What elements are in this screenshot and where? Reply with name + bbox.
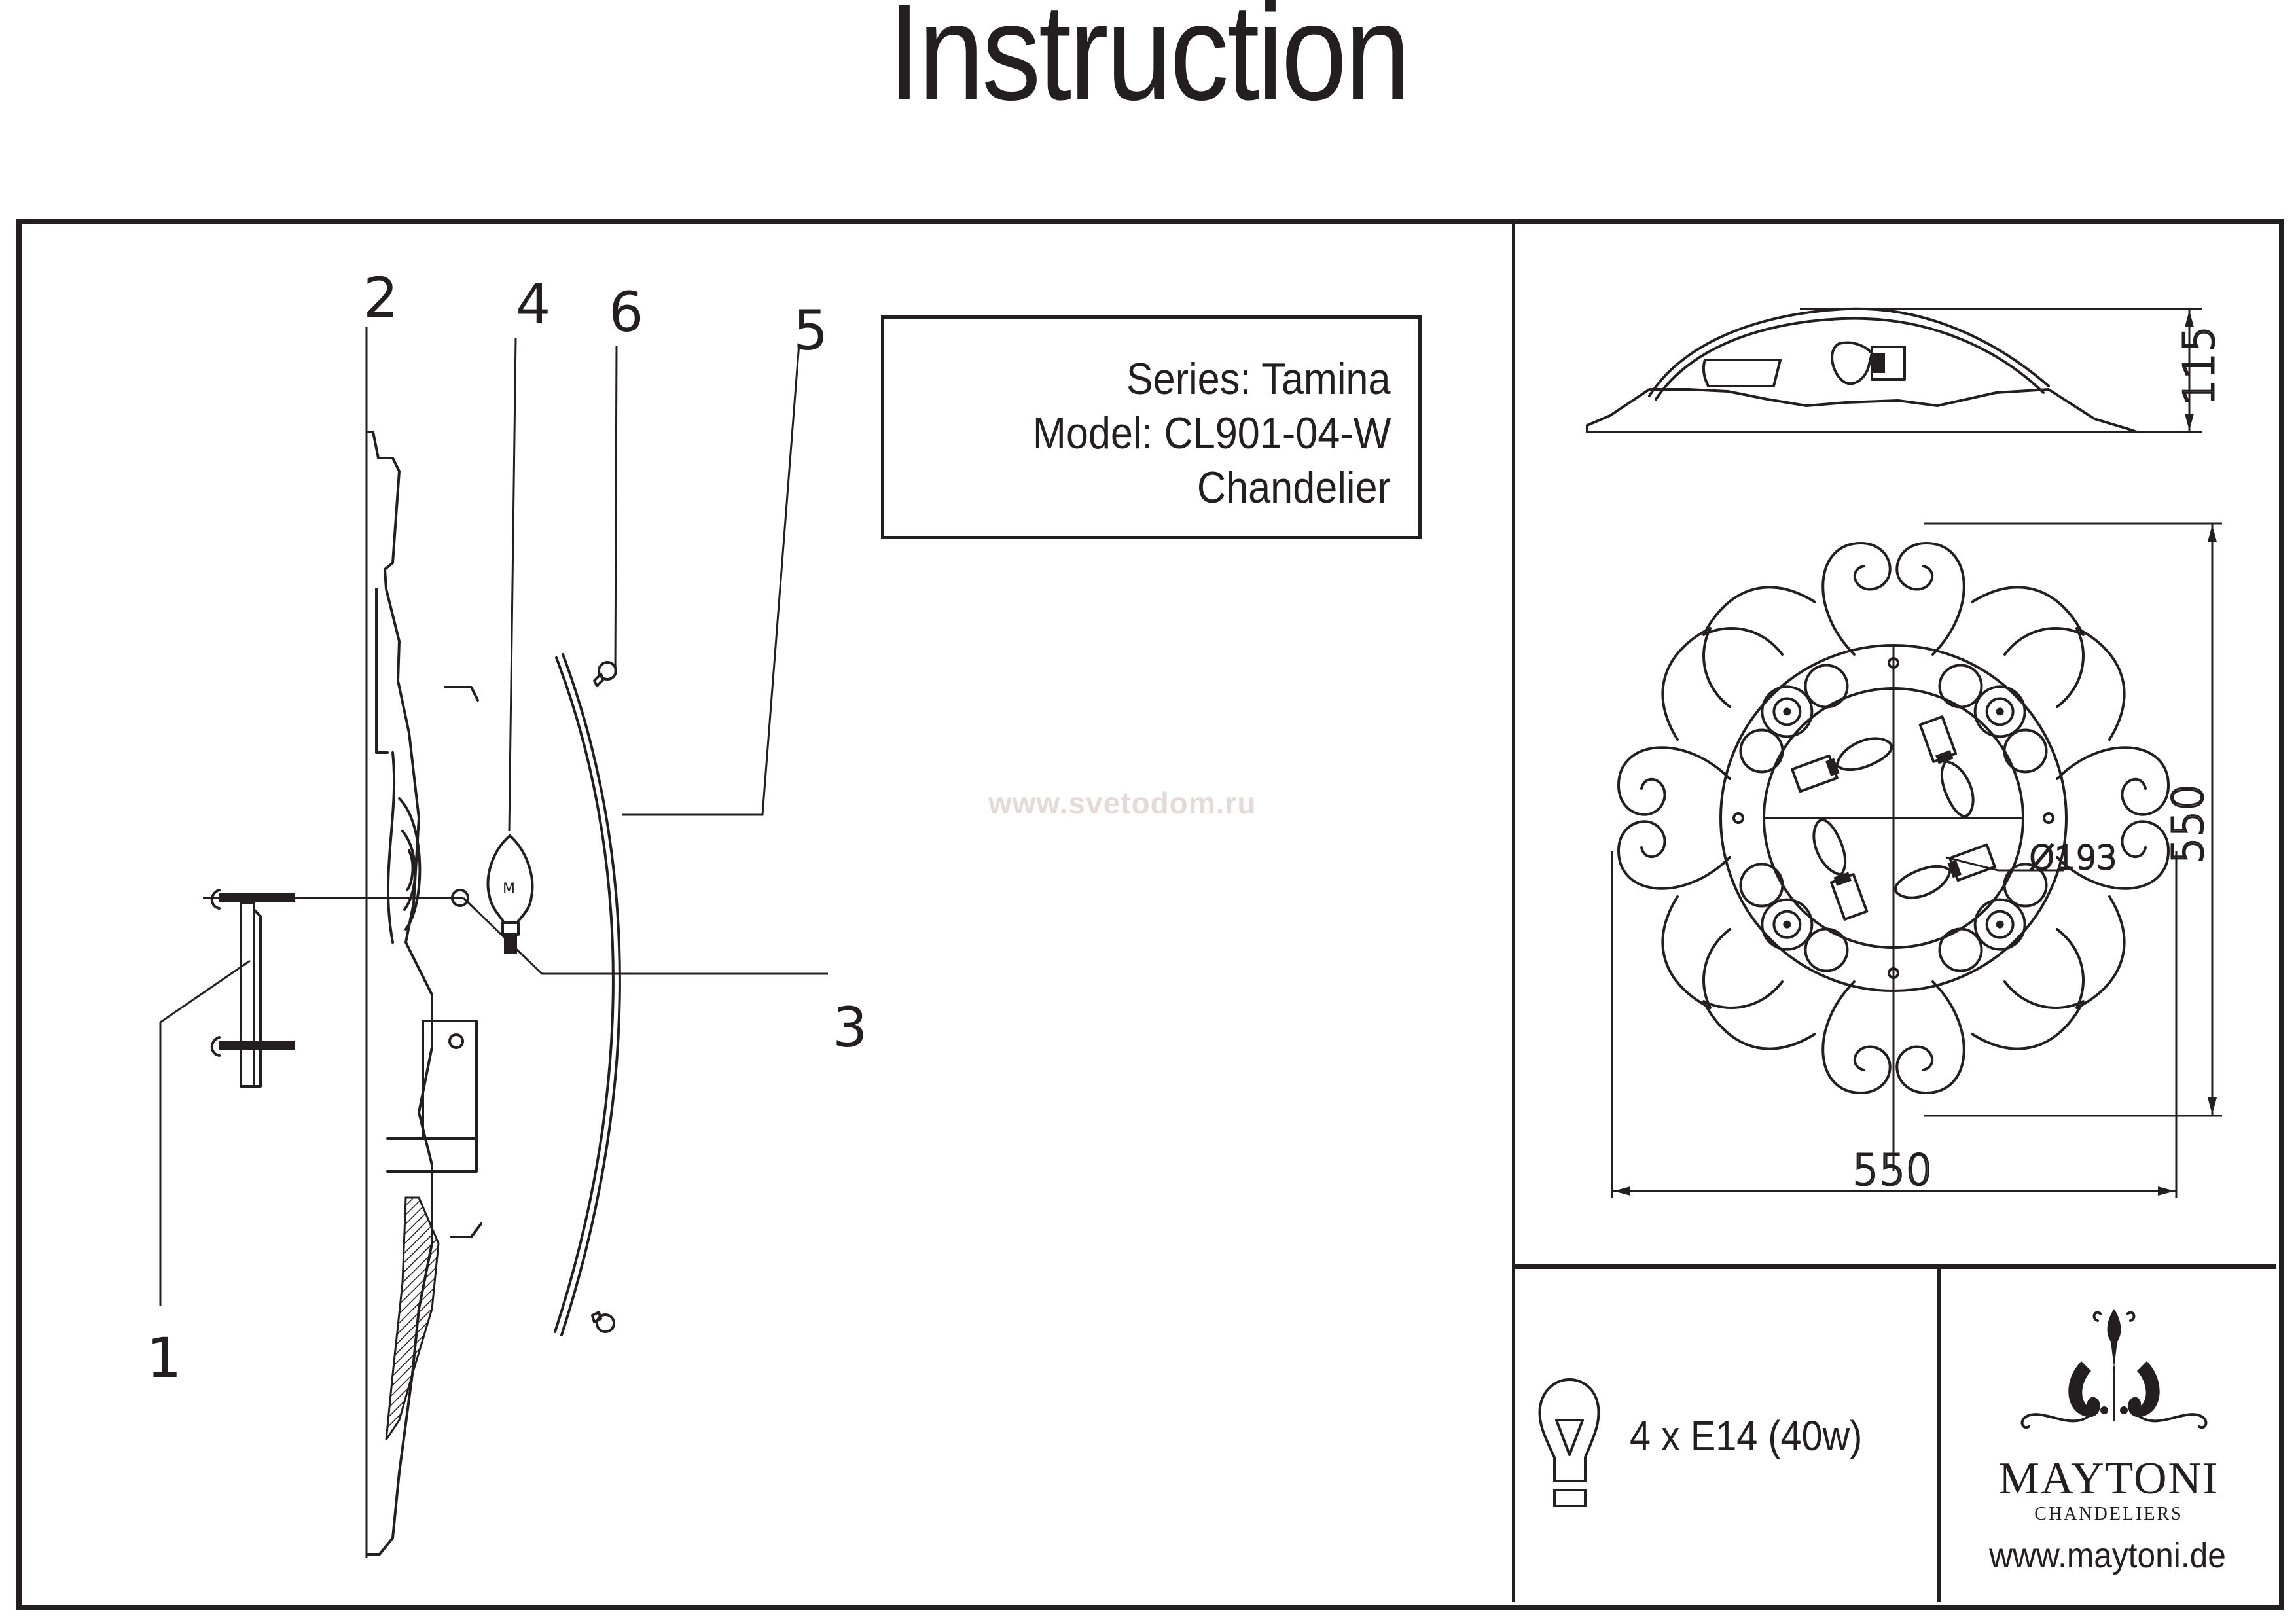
frame-divider-vertical: [1512, 222, 1515, 1602]
callout-1: 1: [147, 1326, 182, 1390]
brand-website-link[interactable]: www.maytoni.de: [1989, 1536, 2226, 1575]
product-info-box: Series: Tamina Model: CL901-04-W Chandel…: [881, 315, 1422, 539]
depth-dimension: 550: [2164, 784, 2213, 864]
model-label: Model: CL901-04-W: [1032, 408, 1391, 458]
callout-3: 3: [833, 995, 868, 1060]
cap-nut-drawing: [451, 889, 469, 907]
svg-text:M: M: [503, 881, 515, 897]
shade-screws-drawing: [591, 661, 617, 1333]
width-dimension: 550: [1852, 1147, 1932, 1195]
mounting-bracket-drawing: [210, 889, 295, 1088]
height-dimension: 115: [2176, 326, 2224, 406]
watermark: www.svetodom.ru: [988, 786, 1257, 820]
callout-6: 6: [609, 280, 644, 344]
leader-lines: [159, 327, 828, 1558]
drawing-frame: [16, 219, 2284, 1610]
inner-diameter-dimension: Ø193: [2029, 839, 2117, 877]
brand-name: MAYTONI: [1998, 1454, 2219, 1504]
frame-divider-bottom: [1937, 1266, 1941, 1602]
light-bulb-icon: [1538, 1378, 1600, 1507]
frame-divider-horizontal: [1512, 1264, 2276, 1269]
document-title: Instruction: [888, 0, 1410, 129]
ceiling-plate-side: [367, 431, 482, 1556]
brand-tagline: CHANDELIERS: [2034, 1504, 2183, 1524]
callout-4: 4: [516, 272, 551, 336]
bulb-drawing: M: [486, 834, 534, 954]
chandelier-ornament-logo: [2020, 1309, 2208, 1429]
glass-shade-drawing: [554, 653, 621, 1336]
product-type-label: Chandelier: [1196, 463, 1391, 512]
bulb-specs: 4 x E14 (40w): [1630, 1412, 1863, 1459]
series-label: Series: Tamina: [1126, 354, 1391, 404]
callout-2: 2: [363, 266, 399, 330]
